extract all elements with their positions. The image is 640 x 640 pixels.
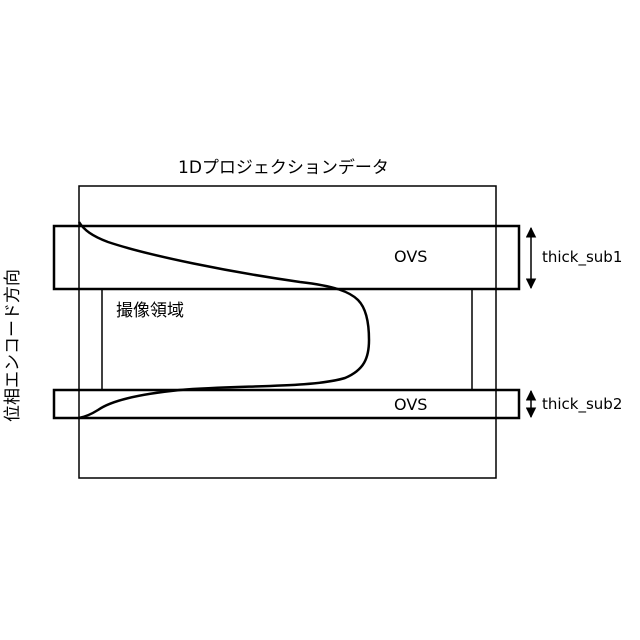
ovs-bottom-label: OVS (394, 397, 427, 413)
thick-sub1-label: thick_sub1 (542, 250, 622, 265)
projection-data-title: 1Dプロジェクションデータ (178, 160, 389, 177)
imaging-region-label: 撮像領域 (116, 303, 184, 320)
phase-encode-axis-label: 位相エンコード方向 (5, 269, 22, 422)
ovs-top-label: OVS (394, 249, 427, 265)
thick-sub2-label: thick_sub2 (542, 397, 622, 412)
ovs-bottom-slab (54, 390, 519, 418)
projection-frame (79, 186, 496, 478)
